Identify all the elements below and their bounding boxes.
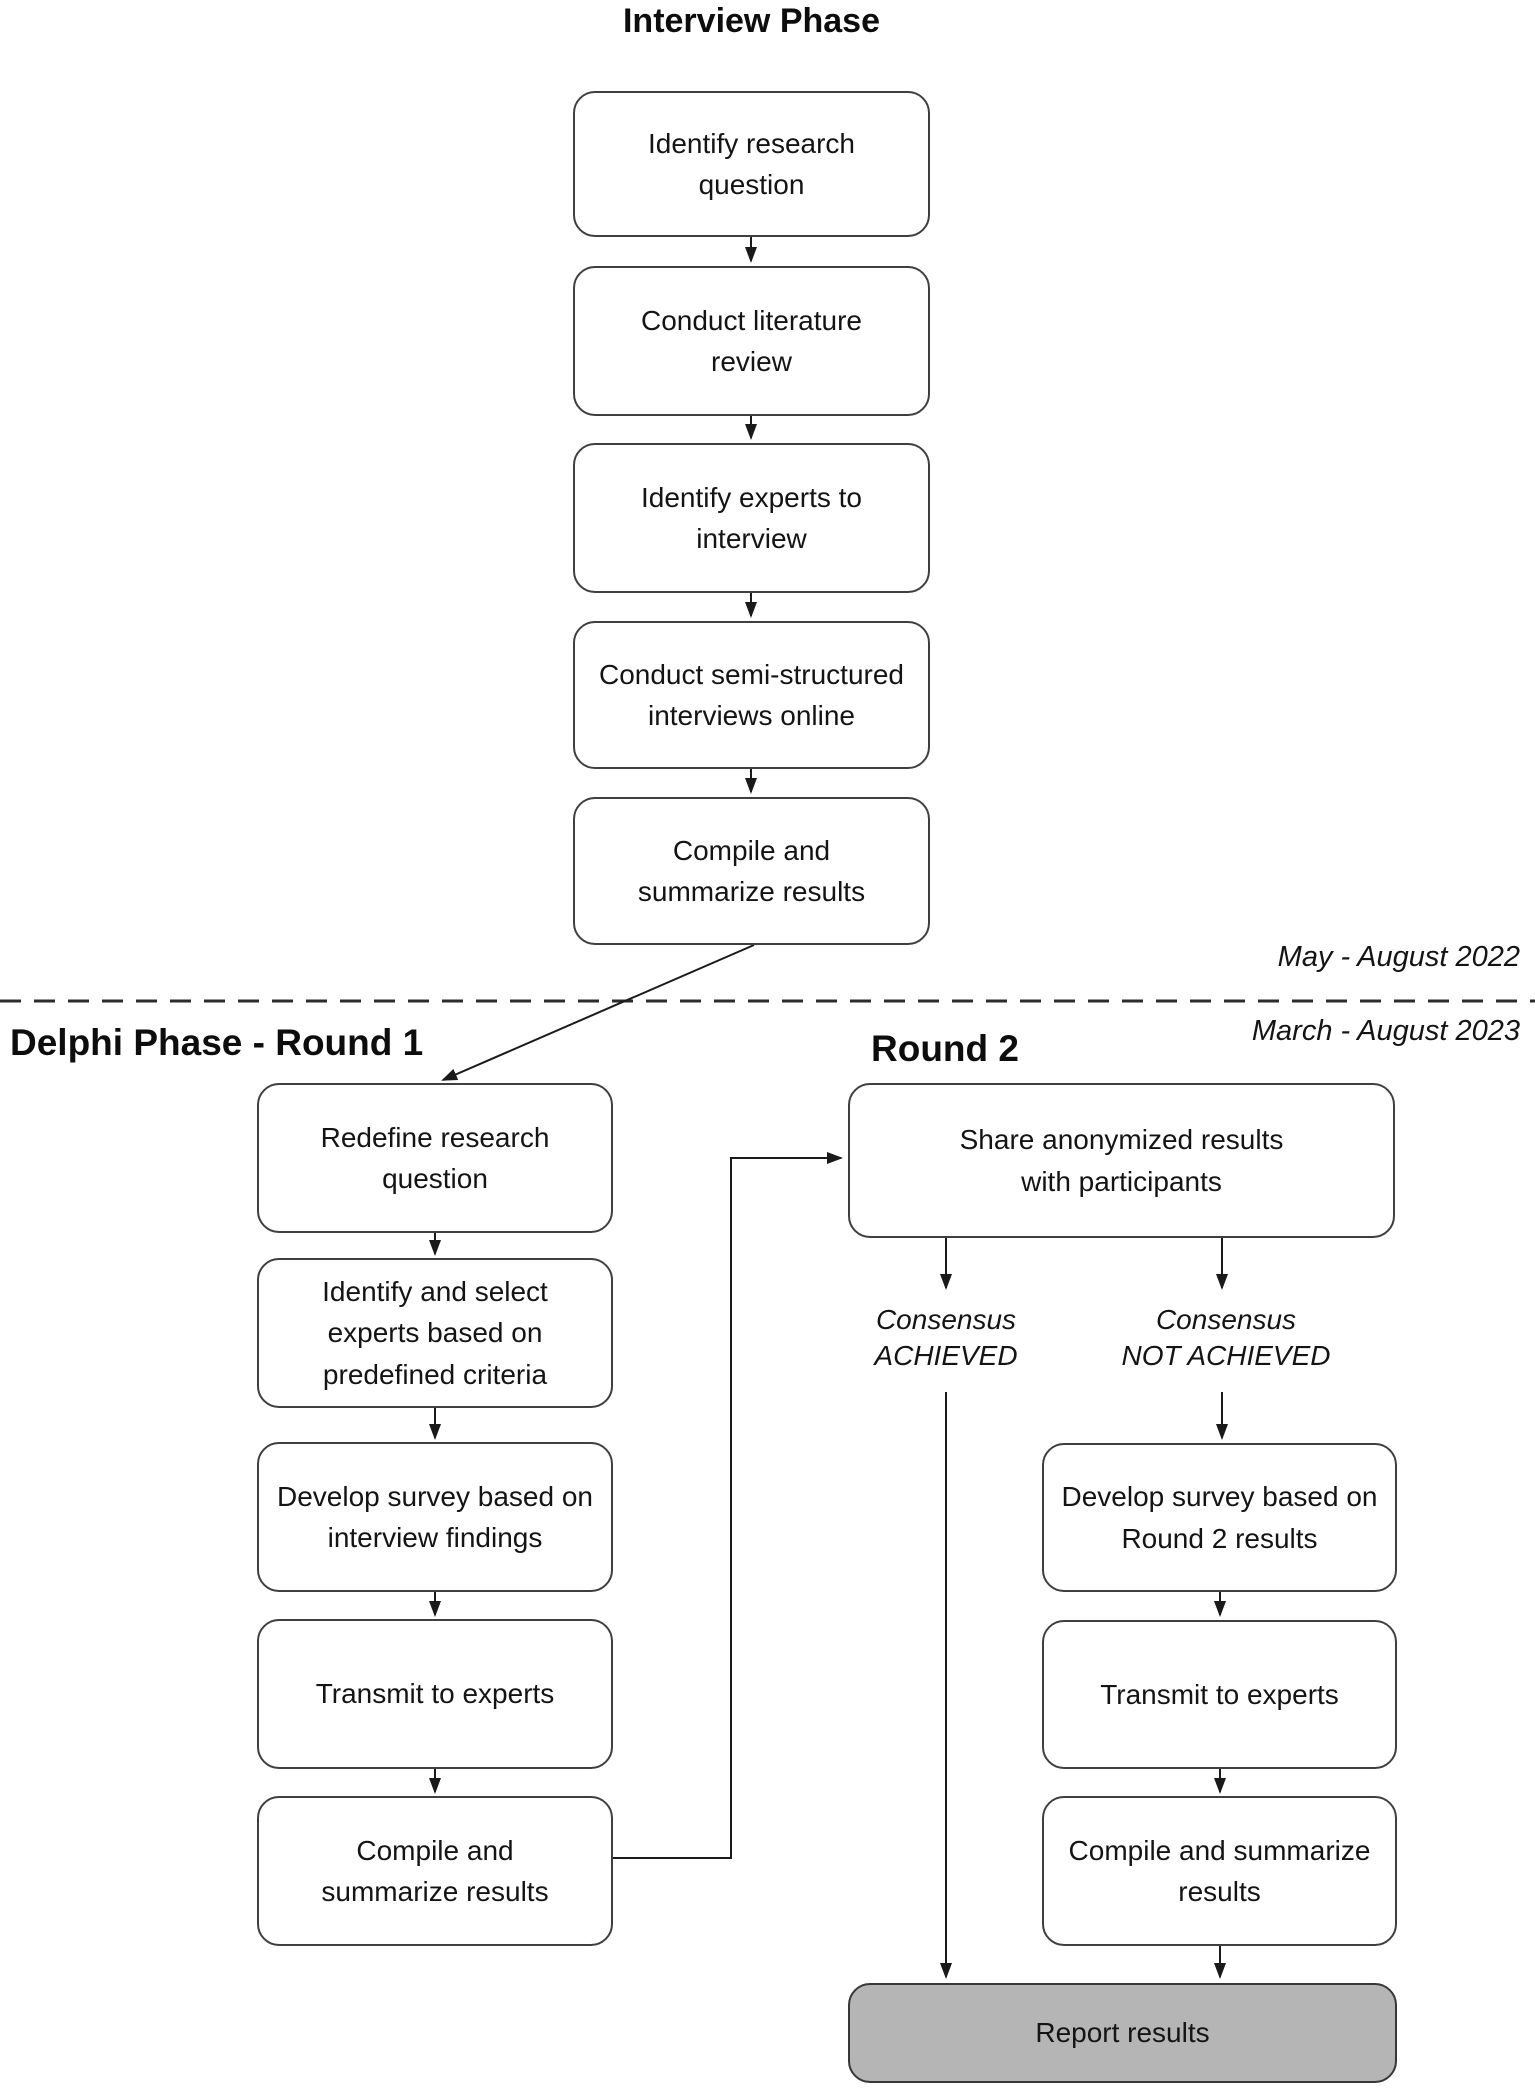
flow-box-identify-experts-to-interview: Identify experts to interview: [573, 443, 930, 593]
flow-box-redefine-research-question: Redefine research question: [257, 1083, 613, 1233]
flow-box-identify-select-experts: Identify and select experts based on pre…: [257, 1258, 613, 1408]
period-label-2022: May - August 2022: [1277, 941, 1520, 973]
arrow-round1-to-round2: [613, 1152, 843, 1859]
flow-box-compile-summarize-interview: Compile and summarize results: [573, 797, 930, 945]
flow-box-report-results: Report results: [848, 1983, 1397, 2083]
flow-box-develop-survey-interview-findings: Develop survey based on interview findin…: [257, 1442, 613, 1592]
flow-box-transmit-to-experts-round1: Transmit to experts: [257, 1619, 613, 1769]
round2-title: Round 2: [871, 1028, 1019, 1069]
arrow-interview-to-round1: [441, 944, 755, 1081]
flow-box-conduct-interviews-online: Conduct semi-structured interviews onlin…: [573, 621, 930, 769]
delphi-round1-title: Delphi Phase - Round 1: [10, 1022, 424, 1063]
consensus-not-achieved-label: Consensus NOT ACHIEVED: [1121, 1304, 1331, 1372]
interview-phase-title: Interview Phase: [622, 2, 880, 40]
flow-box-share-anonymized-results: Share anonymized results with participan…: [848, 1083, 1395, 1238]
flow-box-develop-survey-round2-results: Develop survey based on Round 2 results: [1042, 1443, 1397, 1592]
flow-box-conduct-literature-review: Conduct literature review: [573, 266, 930, 416]
flow-box-compile-summarize-round2: Compile and summarize results: [1042, 1796, 1397, 1946]
period-label-2023: March - August 2023: [1251, 1015, 1520, 1047]
consensus-achieved-label: Consensus ACHIEVED: [874, 1304, 1018, 1372]
flow-box-identify-research-question: Identify research question: [573, 91, 930, 237]
flow-box-transmit-to-experts-round2: Transmit to experts: [1042, 1620, 1397, 1769]
flow-box-compile-summarize-round1: Compile and summarize results: [257, 1796, 613, 1946]
